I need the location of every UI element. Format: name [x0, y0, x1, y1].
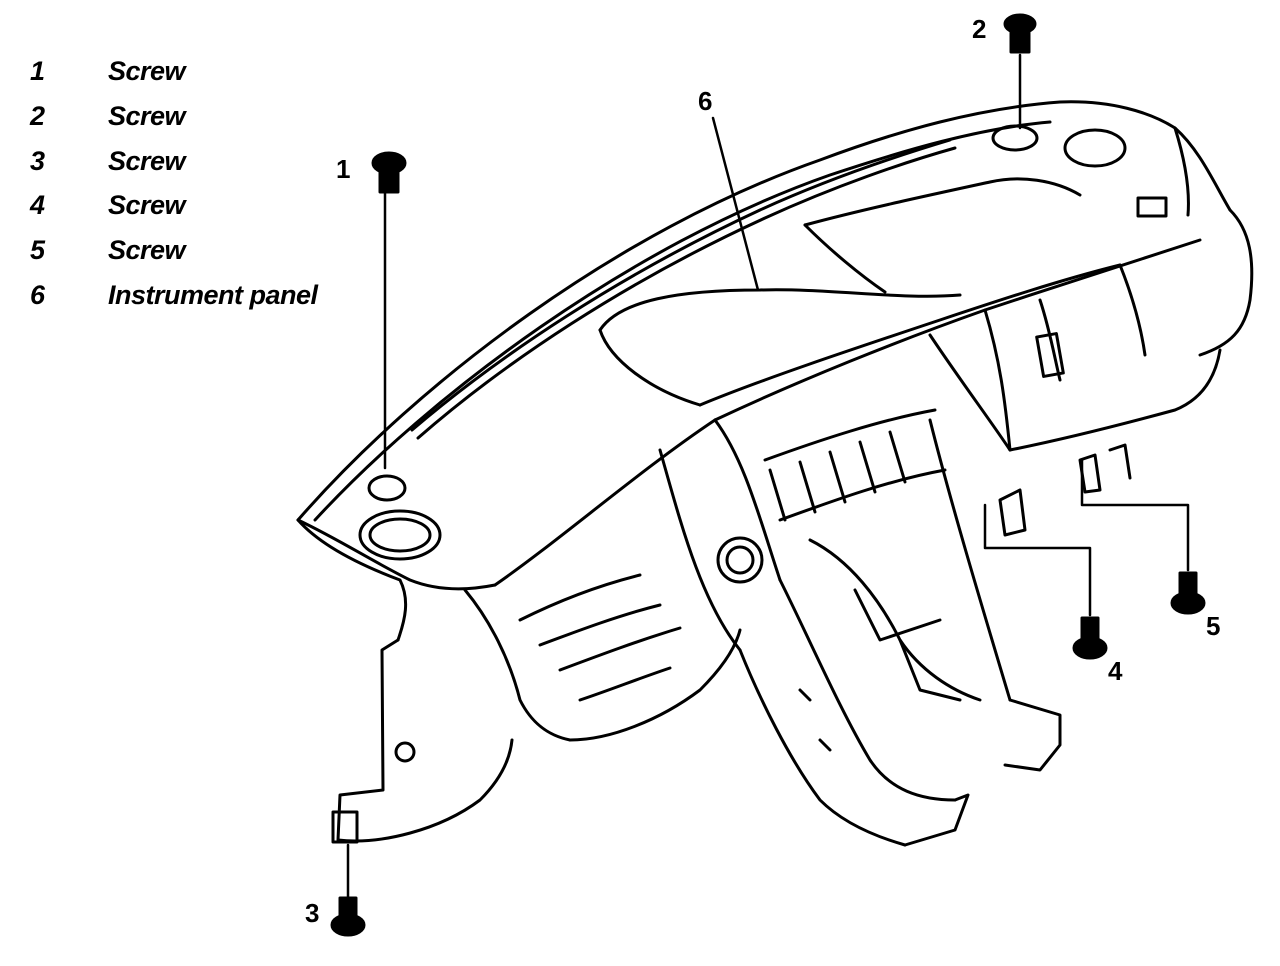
screw-2: [1003, 13, 1037, 130]
callout-4: 4: [1108, 656, 1123, 686]
legend-number: 6: [30, 279, 45, 310]
legend-label: Screw: [108, 56, 186, 86]
legend-item: 2 Screw: [26, 101, 318, 146]
callout-5: 5: [1206, 611, 1220, 641]
screw-1: [371, 151, 407, 470]
callout-6: 6: [698, 86, 712, 116]
legend-item: 3 Screw: [26, 146, 318, 191]
legend-item: 4 Screw: [26, 190, 318, 235]
screw-5: [1080, 458, 1206, 615]
leader-6: [711, 116, 760, 292]
legend-number: 5: [30, 235, 45, 266]
legend-number: 4: [30, 190, 45, 221]
legend-label: Screw: [108, 100, 186, 131]
callout-2: 2: [972, 14, 986, 44]
screw-4: [983, 503, 1108, 660]
parts-legend: 1 Screw 2 Screw 3 Screw 4 Screw 5 Screw …: [26, 56, 318, 325]
legend-item: 1 Screw: [26, 56, 318, 101]
legend-number: 3: [30, 145, 45, 176]
legend-item: 5 Screw: [26, 235, 318, 280]
legend-number: 2: [30, 100, 45, 131]
legend-number: 1: [30, 56, 45, 86]
legend-label: Instrument panel: [108, 279, 318, 310]
instrument-panel: [296, 100, 1254, 847]
callout-1: 1: [336, 154, 350, 184]
legend-label: Screw: [108, 235, 186, 266]
legend-label: Screw: [108, 145, 186, 176]
screw-3: [330, 843, 366, 937]
callout-3: 3: [305, 898, 319, 928]
legend-item: 6 Instrument panel: [26, 280, 318, 325]
legend-label: Screw: [108, 190, 186, 221]
